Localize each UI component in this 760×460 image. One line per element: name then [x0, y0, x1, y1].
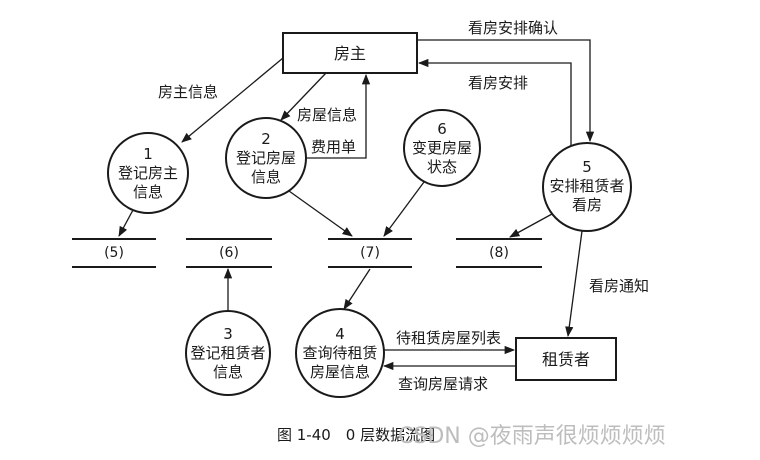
flow-label-viewing-notice: 看房通知 [589, 277, 649, 295]
data-store-5: (5) [72, 238, 156, 268]
watermark: CSDN @夜雨声很烦烦烦烦 [398, 424, 666, 449]
flow-label-query-request: 查询房屋请求 [398, 375, 488, 393]
flow-store7-to-p4 [343, 268, 371, 310]
flow-label-viewing-confirm: 看房安排确认 [468, 19, 558, 37]
figure-caption: 图 1-40 0 层数据流图 [277, 426, 435, 444]
flow-label-rental-list: 待租赁房屋列表 [396, 329, 501, 347]
process-5-line2: 看房 [572, 196, 602, 214]
process-6: 6 变更房屋 状态 [403, 109, 481, 187]
flow-label-house-info: 房屋信息 [297, 106, 357, 124]
process-2-line1: 登记房屋 [236, 149, 296, 167]
process-3: 3 登记租赁者 信息 [185, 310, 271, 396]
process-4-id: 4 [335, 325, 345, 343]
data-store-7: (7) [328, 238, 412, 268]
data-store-8: (8) [456, 238, 542, 268]
process-1: 1 登记房主 信息 [107, 132, 189, 214]
data-store-5-label: (5) [104, 245, 124, 261]
data-store-6: (6) [186, 238, 272, 268]
flow-label-fee-bill: 费用单 [311, 138, 356, 156]
flow-landlord-to-p5 [417, 39, 595, 143]
process-3-line1: 登记租赁者 [190, 344, 265, 362]
process-1-line2: 信息 [133, 183, 163, 201]
process-4-line2: 房屋信息 [310, 363, 370, 381]
process-4: 4 查询待租赁 房屋信息 [295, 308, 385, 398]
process-5: 5 安排租赁者 看房 [542, 142, 632, 232]
process-5-id: 5 [582, 158, 592, 176]
process-2: 2 登记房屋 信息 [225, 117, 307, 199]
process-1-id: 1 [143, 145, 153, 163]
data-store-7-label: (7) [360, 245, 380, 261]
data-store-6-label: (6) [219, 245, 239, 261]
process-6-id: 6 [437, 120, 447, 138]
process-3-id: 3 [223, 325, 233, 343]
process-3-line2: 信息 [213, 363, 243, 381]
flow-label-viewing-arrange: 看房安排 [468, 74, 528, 92]
process-2-line2: 信息 [251, 168, 281, 186]
entity-landlord: 房主 [282, 32, 418, 74]
flow-p5-to-tenant [565, 230, 583, 338]
data-store-8-label: (8) [489, 245, 509, 261]
process-5-line1: 安排租赁者 [549, 177, 624, 195]
process-2-id: 2 [261, 130, 271, 148]
process-6-line1: 变更房屋 [412, 139, 472, 157]
entity-landlord-label: 房主 [334, 44, 366, 63]
flow-label-landlord-info: 房主信息 [158, 83, 218, 101]
flow-p1-to-store5 [118, 209, 134, 237]
flow-p6-to-store7 [383, 181, 425, 237]
process-4-line1: 查询待租赁 [302, 344, 377, 362]
flow-p2-to-store7 [288, 190, 353, 237]
entity-tenant-label: 租赁者 [542, 350, 590, 369]
flow-landlord-to-p1 [181, 57, 284, 143]
flow-p5-to-landlord [417, 58, 572, 146]
process-1-line1: 登记房主 [118, 164, 178, 182]
entity-tenant: 租赁者 [515, 337, 617, 381]
flow-p2-to-landlord [306, 73, 371, 159]
flow-p5-to-store8 [509, 213, 553, 238]
flow-landlord-to-p2 [280, 72, 327, 121]
process-6-line2: 状态 [427, 158, 457, 176]
